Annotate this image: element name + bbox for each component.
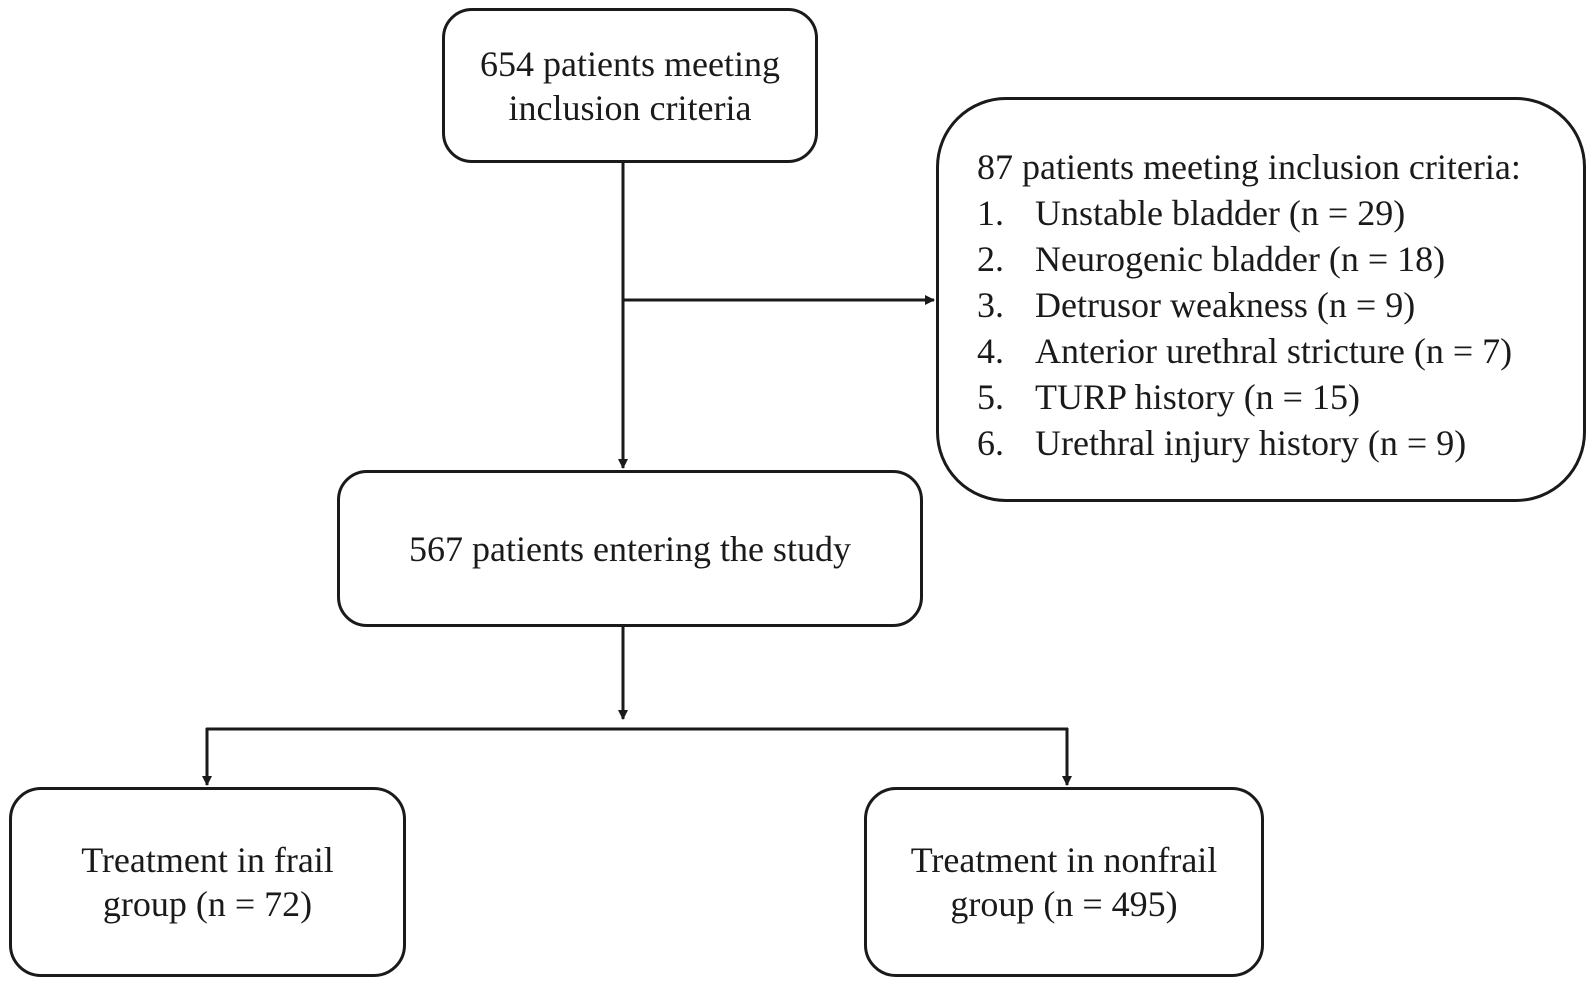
list-item: 6. Urethral injury history (n = 9) xyxy=(977,420,1583,466)
list-item-number: 6. xyxy=(977,423,1004,463)
list-item: 5. TURP history (n = 15) xyxy=(977,374,1583,420)
list-item-text: TURP history (n = 15) xyxy=(1035,377,1360,417)
eligible-patients-text: 654 patients meeting inclusion criteria xyxy=(480,43,780,128)
box-frail-group: Treatment in frail group (n = 72) xyxy=(9,787,406,977)
frail-group-text: Treatment in frail group (n = 72) xyxy=(81,840,334,924)
excluded-list: 1. Unstable bladder (n = 29) 2. Neurogen… xyxy=(977,190,1583,466)
list-item: 4. Anterior urethral stricture (n = 7) xyxy=(977,328,1583,374)
list-item-number: 4. xyxy=(977,331,1004,371)
list-item-number: 2. xyxy=(977,239,1004,279)
list-item: 2. Neurogenic bladder (n = 18) xyxy=(977,236,1583,282)
list-item-text: Anterior urethral stricture (n = 7) xyxy=(1035,331,1513,371)
list-item-text: Urethral injury history (n = 9) xyxy=(1035,423,1467,463)
list-item: 1. Unstable bladder (n = 29) xyxy=(977,190,1583,236)
list-item: 3. Detrusor weakness (n = 9) xyxy=(977,282,1583,328)
box-nonfrail-group: Treatment in nonfrail group (n = 495) xyxy=(864,787,1264,977)
list-item-text: Detrusor weakness (n = 9) xyxy=(1035,285,1416,325)
list-item-text: Unstable bladder (n = 29) xyxy=(1035,193,1406,233)
nonfrail-group-text: Treatment in nonfrail group (n = 495) xyxy=(910,840,1218,924)
excluded-heading: 87 patients meeting inclusion criteria: xyxy=(977,147,1521,187)
study-patients-text: 567 patients entering the study xyxy=(409,528,851,569)
list-item-text: Neurogenic bladder (n = 18) xyxy=(1035,239,1446,279)
box-eligible-patients: 654 patients meeting inclusion criteria xyxy=(442,8,818,163)
list-item-number: 5. xyxy=(977,377,1004,417)
list-item-number: 1. xyxy=(977,193,1004,233)
list-item-number: 3. xyxy=(977,285,1004,325)
box-excluded-patients: 87 patients meeting inclusion criteria: … xyxy=(936,97,1586,502)
box-study-patients: 567 patients entering the study xyxy=(337,470,923,627)
